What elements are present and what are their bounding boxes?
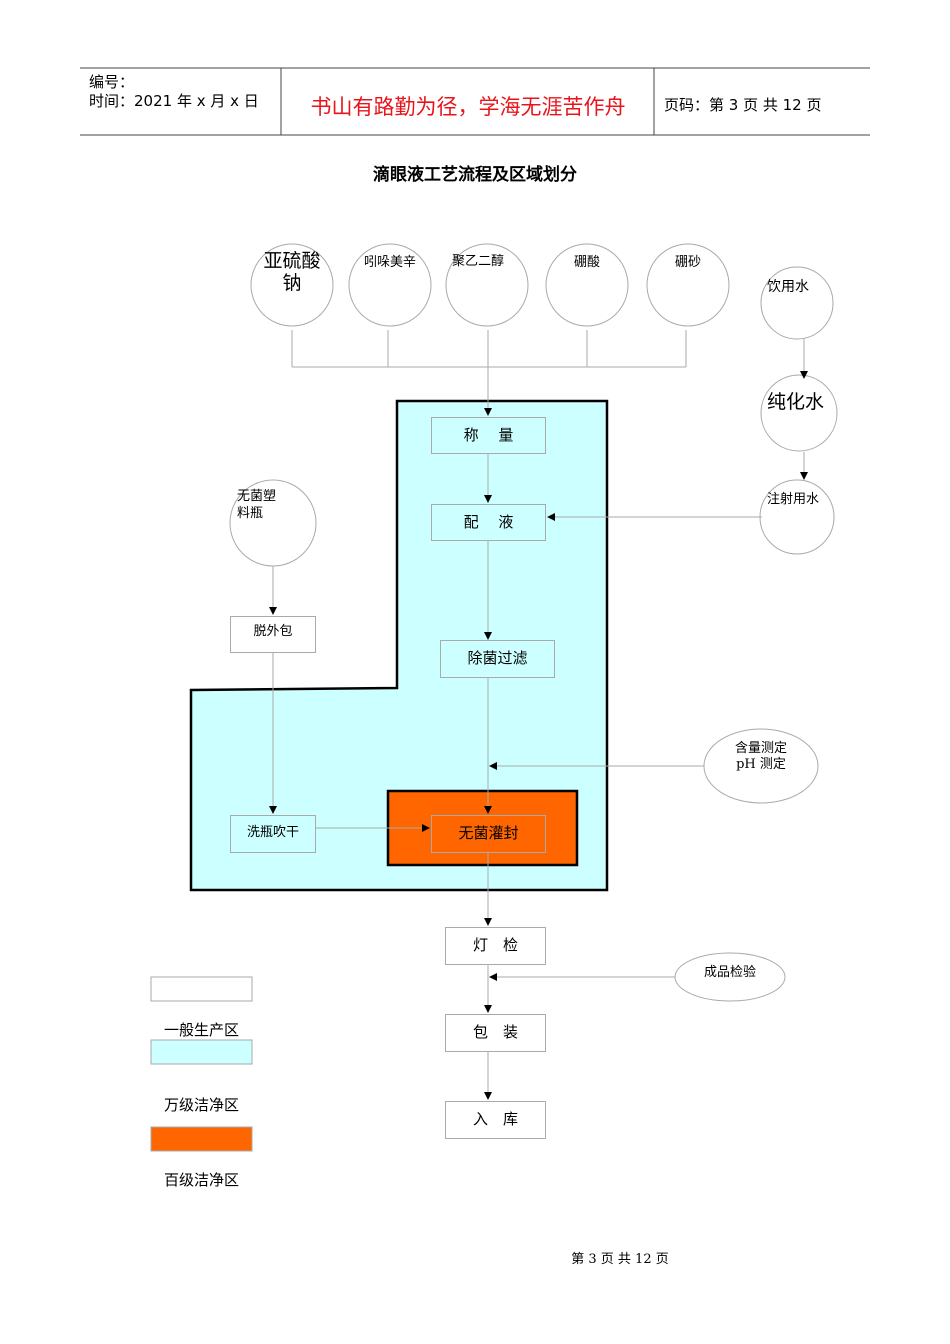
legend-label: 万级洁净区 (163, 1096, 239, 1114)
page-info: 页码：第 3 页 共 12 页 (664, 96, 822, 114)
step-wash: 洗瓶吹干 (230, 815, 316, 853)
step-pack: 包 装 (445, 1014, 546, 1052)
material-label: 硼酸 (573, 255, 600, 270)
material-label: 亚硫酸钠 (263, 250, 321, 294)
page-title: 滴眼液工艺流程及区域划分 (373, 165, 577, 185)
material-label: 吲哚美辛 (363, 255, 416, 270)
legend-label: 百级洁净区 (163, 1171, 239, 1189)
legend-swatch-10000 (150, 1039, 253, 1065)
step-inspect: 灯 检 (445, 927, 546, 965)
doc-date: 时间：2021 年 x 月 x 日 (89, 92, 259, 110)
step-store: 入 库 (445, 1101, 546, 1139)
material-label: 硼砂 (674, 255, 701, 270)
motto: 书山有路勤为径，学海无涯苦作舟 (310, 95, 626, 119)
clean-zone-10000 (189, 399, 609, 892)
step-filter: 除菌过滤 (440, 640, 555, 678)
test-ph: pH 测定 (736, 757, 786, 772)
step-fill: 无菌灌封 (431, 815, 546, 853)
water-label: 注射用水 (767, 492, 820, 507)
test-content: 含量测定 (734, 741, 787, 756)
step-mix: 配 液 (431, 504, 546, 541)
legend-swatch-100 (150, 1126, 253, 1152)
step-unpack: 脱外包 (230, 616, 316, 653)
water-label: 饮用水 (767, 279, 809, 295)
legend-swatch-general (150, 976, 253, 1002)
step-weigh: 称 量 (431, 417, 546, 454)
test-final: 成品检验 (703, 965, 756, 980)
doc-number-label: 编号： (89, 73, 135, 91)
footer-page-number: 第 3 页 共 12 页 (571, 1252, 669, 1267)
water-label: 纯化水 (767, 391, 825, 413)
material-label: 聚乙二醇 (451, 254, 504, 269)
bottle-label: 无菌塑料瓶 (237, 489, 277, 521)
legend-label: 一般生产区 (163, 1021, 239, 1039)
